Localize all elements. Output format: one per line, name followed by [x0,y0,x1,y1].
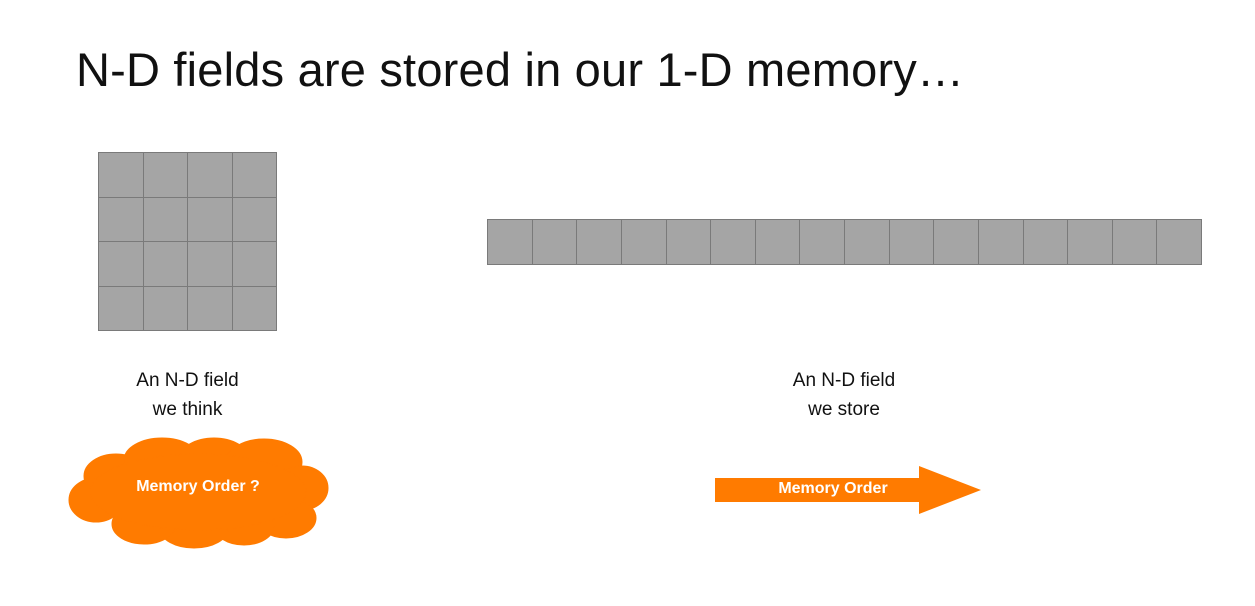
strip-cell [755,220,801,265]
grid-cell [188,153,233,198]
cloud-icon [68,437,329,549]
right-arrow-icon [715,466,981,514]
strip-cell [1112,220,1158,265]
strip-cell [532,220,578,265]
right-caption-line-1: An N-D field [792,370,896,391]
grid-cell [99,286,144,331]
grid-cell [188,197,233,242]
grid-cell [143,242,188,287]
strip-cell [1068,220,1113,265]
strip-cell [488,220,533,265]
cloud-label: Memory Order ? [136,478,260,495]
right-caption-line-2: we store [808,399,880,420]
slide-title: N-D fields are stored in our 1-D memory… [76,43,965,96]
left-caption-line-2: we think [152,399,223,420]
strip-cell [711,220,756,265]
grid-cell [188,286,233,331]
grid-cell [99,153,144,198]
strip-cell [577,220,622,265]
strip-cell [666,220,712,265]
memory-strip [487,219,1202,265]
grid-cell [99,242,144,287]
arrow-label: Memory Order [778,480,888,497]
nd-field-grid [98,152,277,331]
strip-cell [800,220,845,265]
strip-cell [978,220,1024,265]
strip-cell [1023,220,1069,265]
strip-cell [1157,220,1202,265]
left-caption-line-1: An N-D field [136,370,239,391]
grid-cell [232,153,277,198]
grid-cell [143,197,188,242]
strip-cell [621,220,667,265]
strip-cell [889,220,935,265]
grid-cell [99,197,144,242]
grid-cell [188,242,233,287]
right-caption: An N-D field we store [744,366,944,424]
strip-cell [845,220,890,265]
grid-cell [232,197,277,242]
strip-cell [934,220,979,265]
grid-cell [232,242,277,287]
left-caption: An N-D field we think [98,366,277,424]
grid-cell [143,153,188,198]
grid-cell [232,286,277,331]
grid-cell [143,286,188,331]
